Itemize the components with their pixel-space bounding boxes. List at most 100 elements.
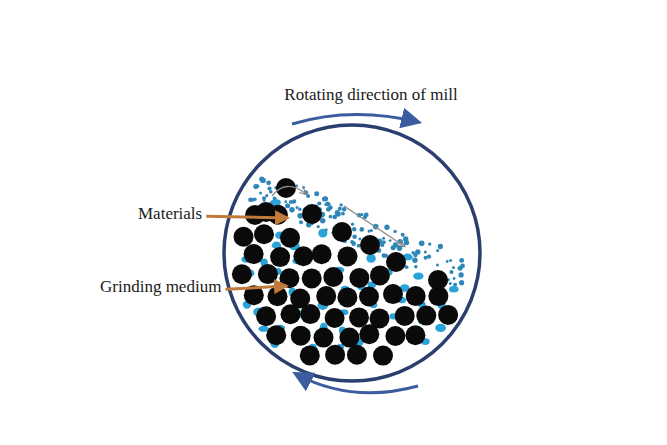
grinding-ball <box>405 325 425 345</box>
material-particle <box>261 178 265 182</box>
material-particle <box>436 264 439 267</box>
material-particle <box>428 242 431 245</box>
material-particle <box>338 207 342 211</box>
material-particle <box>326 207 331 212</box>
material-particle <box>296 206 299 209</box>
material-particle <box>265 194 268 197</box>
grinding-ball <box>270 247 290 267</box>
material-particle <box>449 270 453 274</box>
material-particle <box>284 200 287 203</box>
grinding-ball <box>280 228 300 248</box>
material-particle <box>405 266 408 269</box>
grinding-ball <box>438 305 458 325</box>
grinding-ball <box>383 284 403 304</box>
material-particle <box>449 259 452 262</box>
material-particle <box>248 198 252 202</box>
grinding-ball <box>349 268 369 288</box>
grinding-ball <box>293 246 313 266</box>
material-particle <box>359 238 362 241</box>
material-particle <box>458 266 463 271</box>
part-label: Materials <box>138 205 202 224</box>
grinding-ball <box>302 268 322 288</box>
material-particle <box>317 201 321 205</box>
material-particle <box>370 229 373 232</box>
flow-arrow <box>272 186 306 196</box>
material-particle <box>436 249 439 252</box>
grinding-ball <box>370 308 390 328</box>
grinding-ball <box>347 345 367 365</box>
grinding-ball <box>234 227 254 247</box>
leader-arrow <box>206 216 287 218</box>
rotation-label: Rotating direction of mill <box>284 86 457 105</box>
grinding-ball <box>386 252 406 272</box>
material-particle <box>325 202 330 207</box>
material-particle <box>415 249 420 254</box>
material-particle <box>401 233 405 237</box>
grinding-ball <box>314 328 334 348</box>
material-particle <box>357 244 361 248</box>
material-particle <box>317 225 320 228</box>
material-particle <box>263 199 266 202</box>
grinding-ball <box>416 306 436 326</box>
material-particle <box>318 229 327 238</box>
grinding-ball <box>337 287 357 307</box>
material-particle <box>320 218 325 223</box>
material-particle <box>352 227 356 231</box>
material-particle <box>299 220 303 224</box>
grinding-ball <box>291 326 311 346</box>
grinding-ball <box>323 267 343 287</box>
material-particle <box>382 253 387 258</box>
material-particle <box>266 180 271 185</box>
grinding-ball <box>385 326 405 346</box>
material-particle <box>341 212 345 216</box>
part-label: Grinding medium <box>100 278 221 297</box>
grinding-ball <box>373 346 393 366</box>
grinding-ball <box>266 325 286 345</box>
grinding-ball <box>232 264 252 284</box>
material-particle <box>289 207 294 212</box>
material-particle <box>459 272 464 277</box>
material-particle <box>389 239 392 242</box>
material-particle <box>351 223 354 226</box>
grinding-ball <box>349 307 369 327</box>
grinding-ball <box>395 306 415 326</box>
material-particle <box>397 245 403 251</box>
material-particle <box>459 280 464 285</box>
grinding-ball <box>325 308 345 328</box>
grinding-ball <box>339 328 359 348</box>
material-particle <box>253 197 257 201</box>
material-particle <box>382 237 385 240</box>
rotation-arrow <box>296 374 418 393</box>
grinding-ball <box>312 244 332 264</box>
leader-arrow <box>225 286 286 289</box>
material-particle <box>411 251 414 254</box>
material-particle <box>438 244 443 249</box>
material-particle <box>285 203 290 208</box>
grinding-ball <box>338 246 358 266</box>
material-particle <box>459 258 464 263</box>
material-particle <box>324 203 327 206</box>
material-particle <box>413 273 423 280</box>
grinding-ball <box>316 286 336 306</box>
material-particle <box>292 200 295 203</box>
material-particle <box>412 258 417 263</box>
material-particle <box>339 203 342 206</box>
material-particle <box>322 197 327 202</box>
material-particle <box>329 215 333 219</box>
material-particle <box>449 282 452 285</box>
material-particle <box>427 254 431 258</box>
material-particle <box>352 242 356 246</box>
material-particle <box>314 191 319 196</box>
mill-charge <box>232 177 465 366</box>
material-particle <box>259 192 262 195</box>
material-particle <box>419 240 425 246</box>
material-particle <box>253 184 258 189</box>
material-particle <box>394 244 397 247</box>
material-particle <box>366 254 375 263</box>
grinding-ball <box>254 224 274 244</box>
material-particle <box>449 286 459 292</box>
grinding-ball <box>406 286 426 306</box>
